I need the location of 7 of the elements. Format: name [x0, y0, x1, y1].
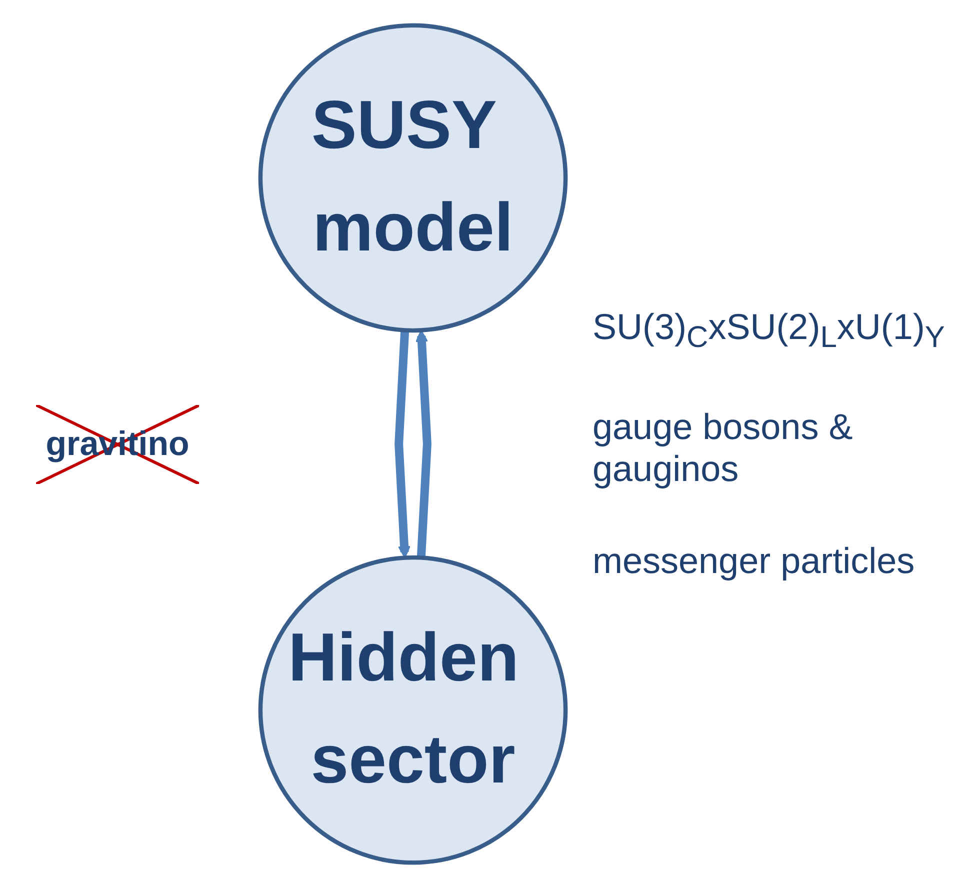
arrow [394, 330, 410, 558]
side-label: SU(3)$_{C}$xSU(2)$_{L}$xU(1)$_{Y}$ [592, 306, 946, 356]
side-label: messenger particles [592, 540, 916, 582]
node-circle: SUSY model [258, 23, 568, 333]
side-label: gauge bosons & gauginos [592, 406, 854, 490]
arrow [415, 330, 431, 558]
node-circle: Hidden sector [258, 555, 568, 865]
